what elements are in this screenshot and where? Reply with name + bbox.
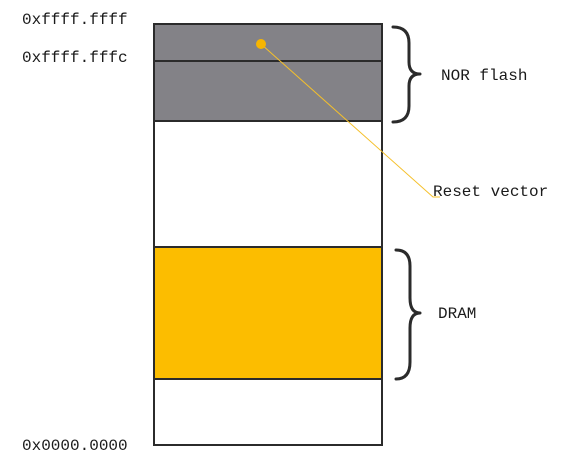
nor-flash-label: NOR flash [441, 67, 527, 85]
reset-vector-label: Reset vector [433, 183, 548, 201]
nor-flash-region [153, 23, 383, 122]
dram-brace [394, 248, 422, 381]
nor-flash-brace [391, 25, 422, 124]
address-reset-label: 0xffff.fffc [22, 49, 128, 67]
dram-label: DRAM [438, 305, 476, 323]
dram-region [153, 246, 383, 380]
address-bottom-label: 0x0000.0000 [22, 437, 128, 455]
reset-vector-dot [256, 39, 266, 49]
address-top-label: 0xffff.ffff [22, 11, 128, 29]
reset-vector-leader-line [260, 43, 440, 198]
